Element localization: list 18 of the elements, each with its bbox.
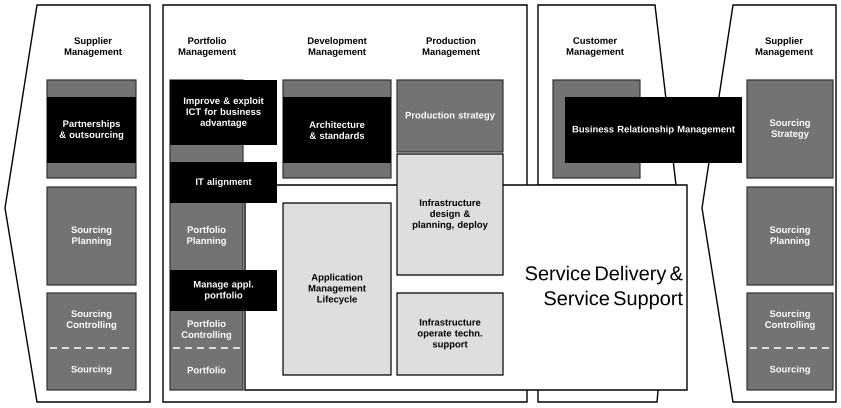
dotted-box: Application Management Lifecycle (282, 202, 392, 376)
dotted-box: Infrastructure operate techn. support (396, 292, 504, 376)
column-heading: Production Management (422, 37, 480, 57)
highlight-box: Manage appl. portfolio (170, 270, 277, 311)
highlight-box: Partnerships & outsourcing (47, 97, 136, 163)
highlight-box: Business Relationship Management (565, 97, 742, 163)
process-box: Sourcing Controlling Sourcing (46, 292, 137, 391)
process-box: Production strategy (396, 79, 504, 153)
process-box: Sourcing Planning (46, 186, 137, 286)
highlight-box: Improve & exploit ICT for business advantage (170, 80, 277, 145)
process-box: Sourcing Controlling Sourcing (746, 292, 834, 391)
highlight-box: Architecture & standards (283, 97, 391, 163)
highlight-box: IT alignment (170, 162, 277, 203)
process-box: Sourcing Strategy (746, 79, 834, 179)
column-heading: Portfolio Management (178, 37, 236, 57)
column-heading: Development Management (308, 37, 367, 57)
process-box: Sourcing Planning (746, 186, 834, 286)
dotted-box: Infrastructure design & planning, deploy (396, 153, 504, 276)
